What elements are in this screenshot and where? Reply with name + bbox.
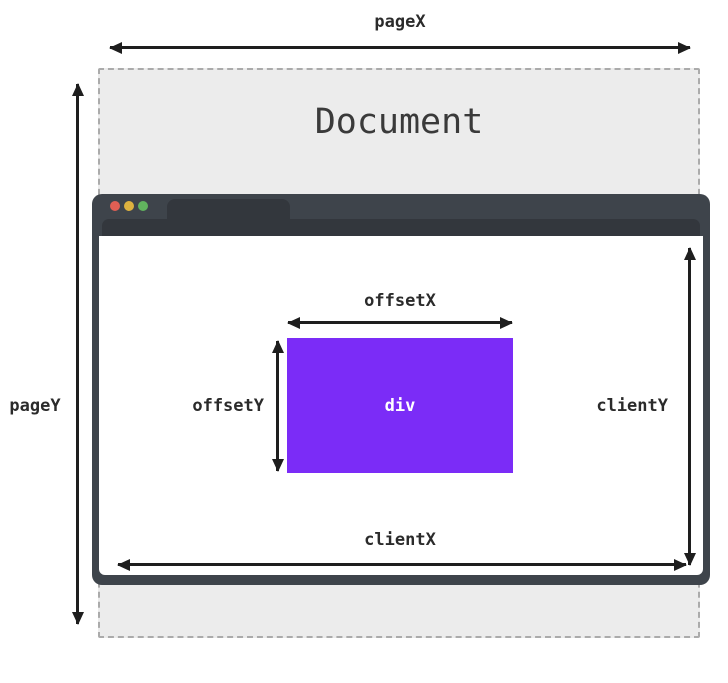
browser-window [92,194,710,585]
client-x-label: clientX [364,530,436,550]
page-x-arrow [110,46,690,49]
client-x-arrow [118,563,686,566]
page-x-label: pageX [374,12,426,32]
document-label: Document [314,102,484,142]
target-div-label: div [384,395,416,416]
traffic-light-yellow-icon [124,201,134,211]
client-y-arrow [688,248,691,565]
offset-y-label: offsetY [192,396,264,416]
traffic-light-red-icon [110,201,120,211]
target-div: div [287,338,513,473]
browser-tab [167,199,290,219]
offset-y-arrow [276,341,279,471]
traffic-light-green-icon [138,201,148,211]
page-y-arrow [76,84,79,624]
offset-x-arrow [288,321,512,324]
page-y-label: pageY [9,396,61,416]
browser-url-bar [102,219,700,236]
client-y-label: clientY [596,396,668,416]
offset-x-label: offsetX [364,291,436,311]
